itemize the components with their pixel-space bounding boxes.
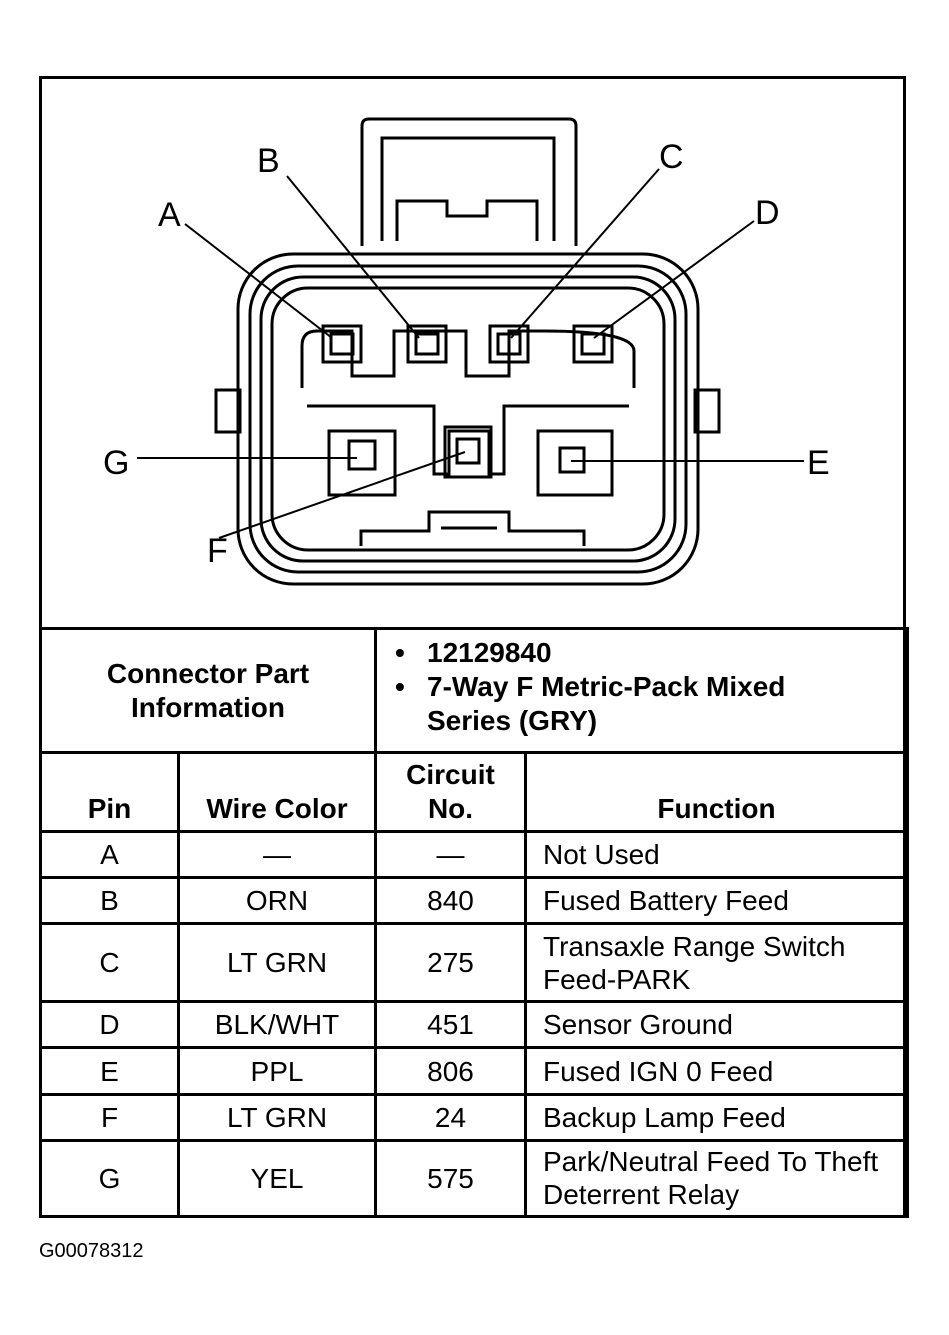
function-cell: Fused IGN 0 Feed [524, 1046, 909, 1096]
circuit-cell: 806 [374, 1046, 527, 1096]
function-cell: Park/Neutral Feed To Theft Deterrent Rel… [524, 1138, 909, 1219]
table-row: A——Not Used [39, 829, 909, 879]
connector-info-label-line1: Connector Part [106, 657, 310, 689]
header-function: Function [524, 751, 909, 833]
wire-color-cell: LT GRN [177, 1092, 377, 1142]
pin-cavity-G [327, 429, 397, 497]
wire-color-cell: ORN [177, 875, 377, 926]
connector-description: •7-Way F Metric-Pack Mixed Series (GRY) [395, 671, 786, 736]
connector-latch [360, 117, 578, 246]
pin-label-D: D [755, 194, 780, 232]
circuit-cell: — [374, 829, 527, 879]
connector-info-label: Connector Part Information [39, 626, 377, 755]
function-cell: Not Used [524, 829, 909, 879]
figure-id: G00078312 [39, 1240, 144, 1262]
pinout-table: Connector Part Information •12129840 •7-… [39, 626, 909, 1219]
header-pin: Pin [39, 751, 180, 833]
connector-side-tab-left [214, 388, 242, 434]
pin-cell: C [39, 921, 180, 1004]
function-cell: Sensor Ground [524, 1000, 909, 1050]
pin-label-A: A [158, 196, 181, 234]
wire-color-cell: PPL [177, 1046, 377, 1096]
pin-cavity-D [572, 324, 614, 364]
pin-cavity-B [406, 324, 448, 364]
pin-cell: B [39, 875, 180, 926]
pin-label-F: F [207, 532, 228, 570]
pin-cell: D [39, 1000, 180, 1050]
function-cell: Transaxle Range Switch Feed-PARK [524, 921, 909, 1004]
function-cell: Fused Battery Feed [524, 875, 909, 926]
circuit-cell: 840 [374, 875, 527, 926]
circuit-cell: 575 [374, 1138, 527, 1219]
connector-info-label-line2: Information [131, 691, 285, 723]
pin-cell: A [39, 829, 180, 879]
connector-info-list: •12129840 •7-Way F Metric-Pack Mixed Ser… [374, 626, 909, 755]
pin-cell: E [39, 1046, 180, 1096]
wire-color-cell: — [177, 829, 377, 879]
pin-cavity-C [488, 324, 530, 364]
circuit-cell: 275 [374, 921, 527, 1004]
pin-label-G: G [103, 444, 129, 482]
pin-label-E: E [807, 444, 830, 482]
circuit-cell: 24 [374, 1092, 527, 1142]
function-cell: Backup Lamp Feed [524, 1092, 909, 1142]
connector-info-row: Connector Part Information •12129840 •7-… [39, 626, 909, 755]
pin-label-C: C [659, 138, 684, 176]
table-header-row: Pin Wire Color Circuit No. Function [39, 751, 909, 833]
connector-part-number: •12129840 [395, 637, 552, 668]
leader-lines [137, 168, 804, 539]
wire-color-cell: LT GRN [177, 921, 377, 1004]
pin-cavity-F [443, 425, 493, 479]
connector-body [236, 252, 700, 586]
pin-cell: G [39, 1138, 180, 1219]
pin-label-B: B [257, 142, 280, 180]
wire-color-cell: BLK/WHT [177, 1000, 377, 1050]
circuit-cell: 451 [374, 1000, 527, 1050]
connector-side-tab-right [693, 388, 721, 434]
pin-cavity-E [536, 429, 614, 497]
pin-cell: F [39, 1092, 180, 1142]
header-wire-color: Wire Color [177, 751, 377, 833]
connector-diagram: A B C D E F G [103, 117, 830, 586]
pin-cavity-A [321, 324, 363, 364]
wire-color-cell: YEL [177, 1138, 377, 1219]
header-circuit-no: Circuit No. [374, 751, 527, 833]
